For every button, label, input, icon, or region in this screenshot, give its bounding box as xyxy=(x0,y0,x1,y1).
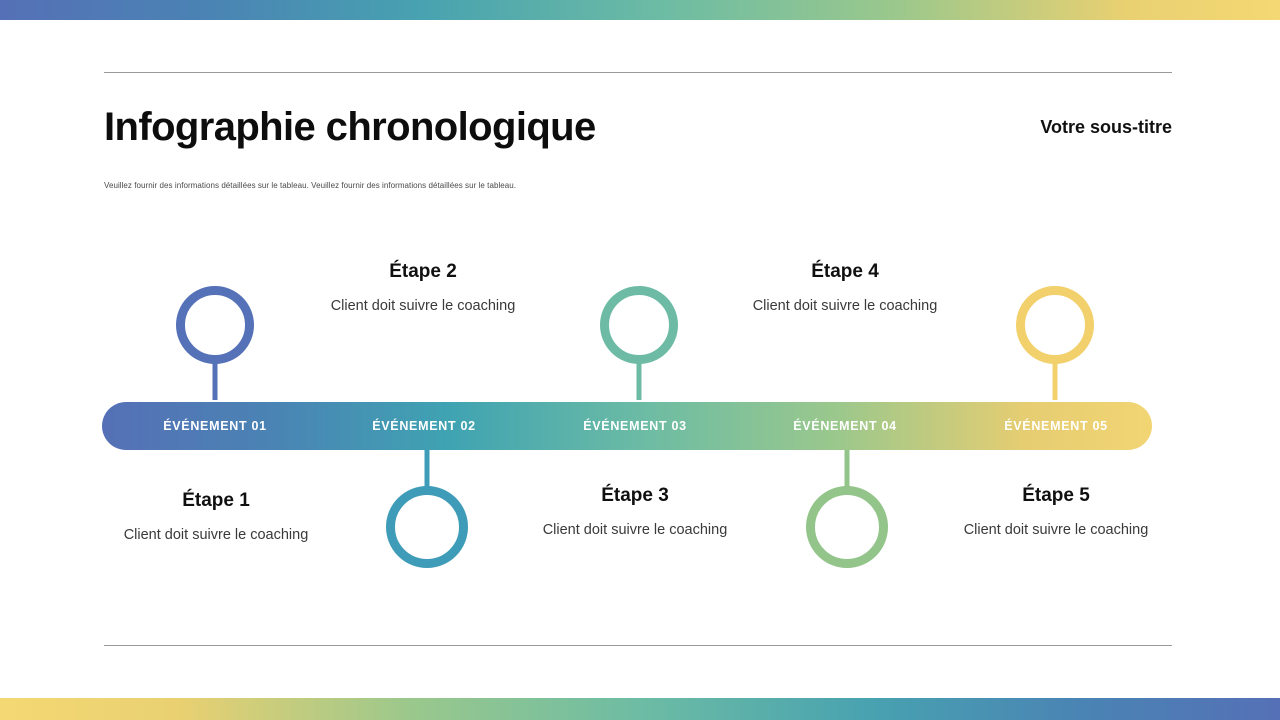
circle-ring-icon-2 xyxy=(386,486,468,568)
step-block-1: Étape 1 Client doit suivre le coaching xyxy=(76,489,356,545)
circle-ring-icon-3 xyxy=(600,286,678,364)
timeline-node-3[interactable] xyxy=(600,286,678,400)
step-block-5: Étape 5 Client doit suivre le coaching xyxy=(916,484,1196,540)
step-description-5: Client doit suivre le coaching xyxy=(963,522,1149,538)
step-block-4: Étape 4 Client doit suivre le coaching xyxy=(705,260,985,316)
step-title-1: Étape 1 xyxy=(182,490,250,511)
node-connector-line-4 xyxy=(844,450,850,490)
top-gradient-bar xyxy=(0,0,1280,20)
timeline-node-2[interactable] xyxy=(386,450,468,568)
node-connector-line-3 xyxy=(636,360,642,400)
event-label-3[interactable]: ÉVÉNEMENT 03 xyxy=(583,419,687,433)
circle-ring-icon-5 xyxy=(1016,286,1094,364)
step-title-4: Étape 4 xyxy=(811,261,879,282)
page-description: Veuillez fournir des informations détail… xyxy=(104,181,517,190)
step-description-4: Client doit suivre le coaching xyxy=(752,298,938,314)
event-label-2[interactable]: ÉVÉNEMENT 02 xyxy=(372,419,476,433)
step-description-2: Client doit suivre le coaching xyxy=(330,298,516,314)
node-connector-line-5 xyxy=(1052,360,1058,400)
circle-ring-icon-4 xyxy=(806,486,888,568)
step-title-5: Étape 5 xyxy=(1022,485,1090,506)
timeline-node-5[interactable] xyxy=(1016,286,1094,400)
step-title-2: Étape 2 xyxy=(389,261,457,282)
event-label-1[interactable]: ÉVÉNEMENT 01 xyxy=(163,419,267,433)
timeline-node-4[interactable] xyxy=(806,450,888,568)
step-description-1: Client doit suivre le coaching xyxy=(123,527,309,543)
step-description-3: Client doit suivre le coaching xyxy=(542,522,728,538)
page-title: Infographie chronologique xyxy=(104,105,596,149)
event-label-4[interactable]: ÉVÉNEMENT 04 xyxy=(793,419,897,433)
step-title-3: Étape 3 xyxy=(601,485,669,506)
circle-ring-icon-1 xyxy=(176,286,254,364)
page-subtitle: Votre sous-titre xyxy=(1040,117,1172,137)
step-block-3: Étape 3 Client doit suivre le coaching xyxy=(495,484,775,540)
header-divider-top xyxy=(104,72,1172,73)
node-connector-line-2 xyxy=(424,450,430,490)
bottom-gradient-bar xyxy=(0,698,1280,720)
step-block-2: Étape 2 Client doit suivre le coaching xyxy=(283,260,563,316)
timeline-node-1[interactable] xyxy=(176,286,254,400)
node-connector-line-1 xyxy=(212,360,218,400)
footer-divider-bottom xyxy=(104,645,1172,646)
event-label-5[interactable]: ÉVÉNEMENT 05 xyxy=(1004,419,1108,433)
timeline-bar xyxy=(102,402,1152,450)
